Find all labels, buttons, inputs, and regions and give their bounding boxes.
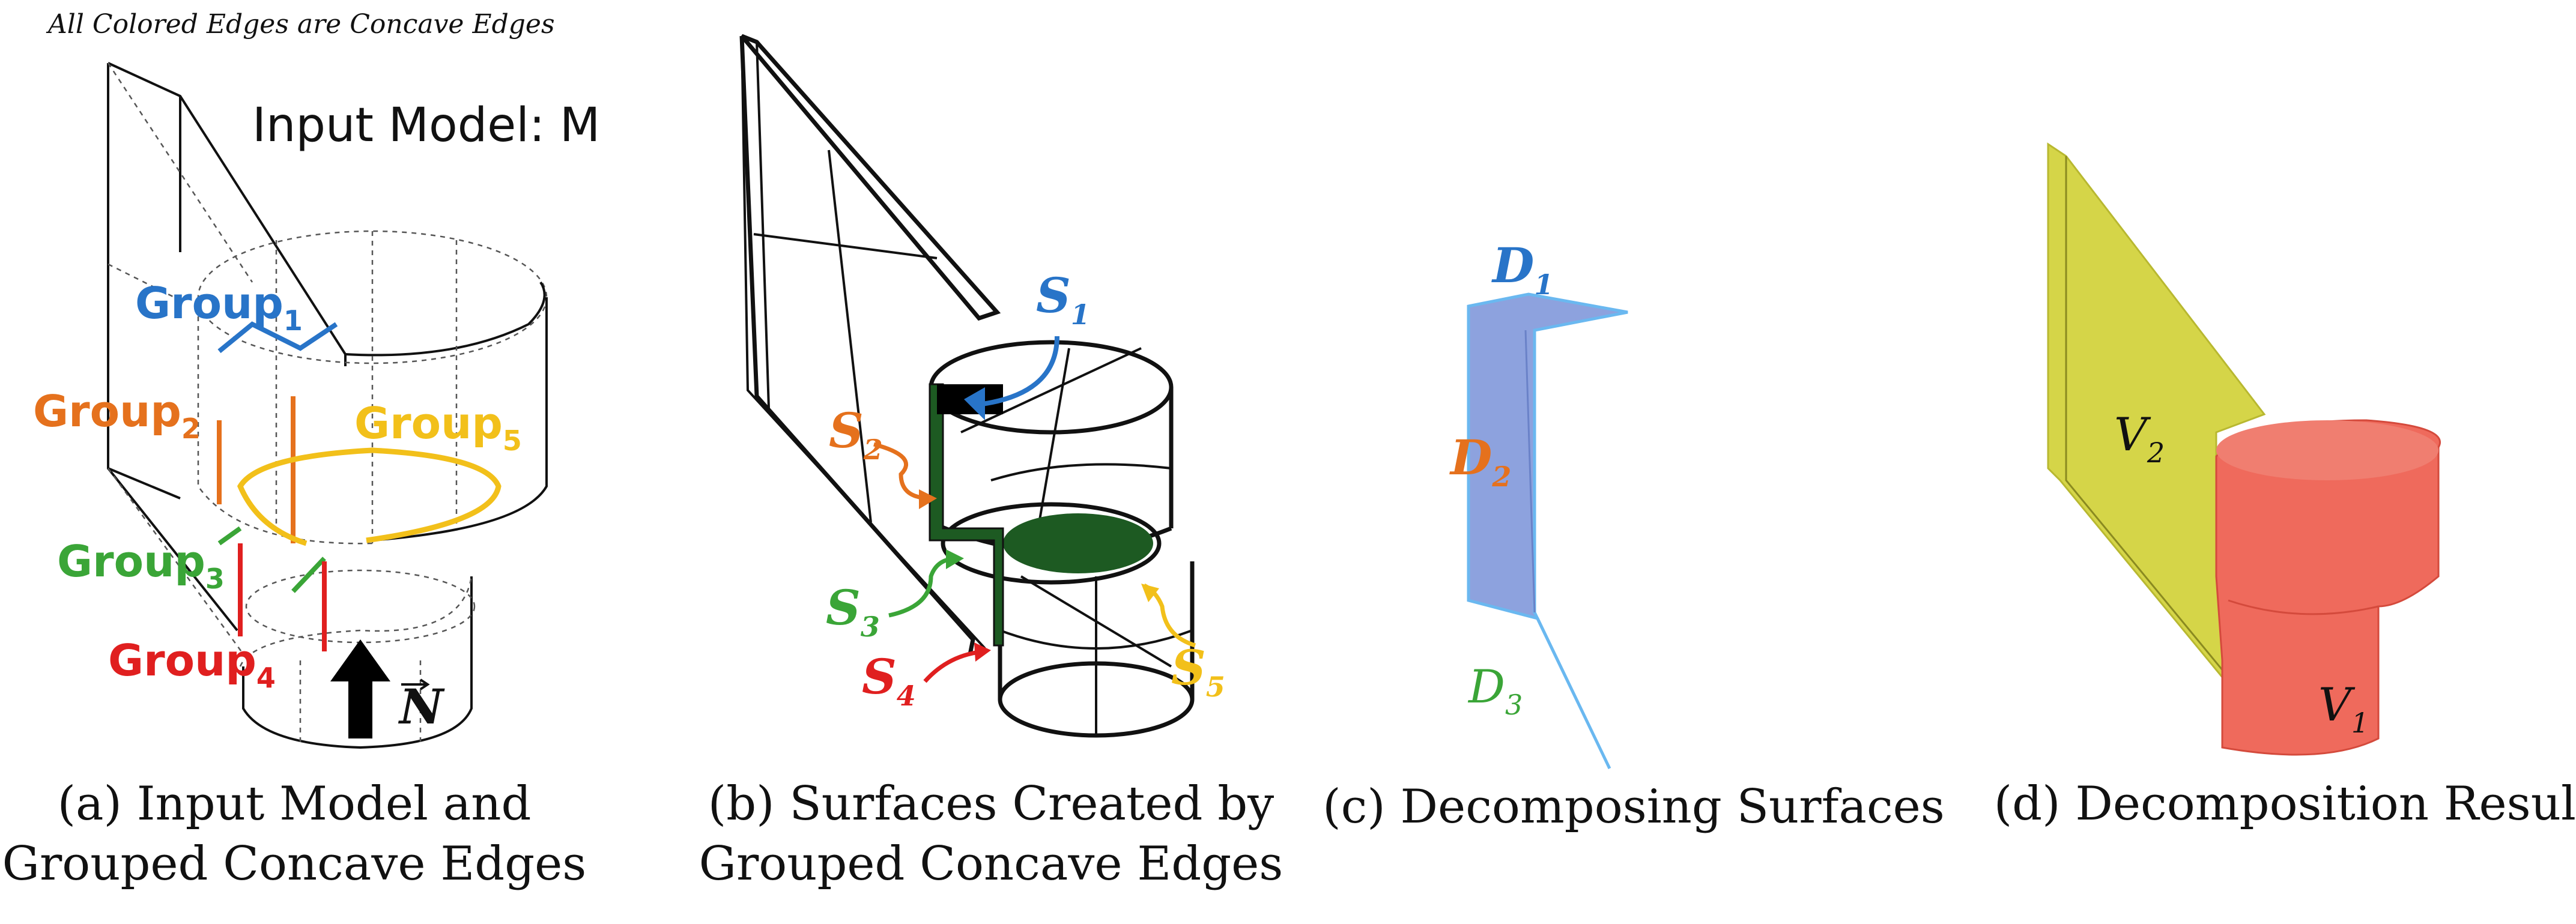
- group5-label: Group5: [354, 398, 522, 457]
- panel-b: S1 S2 S3 S4 S5 (b) Surfaces Created by G…: [699, 34, 1283, 891]
- vector-arrow-icon: [401, 678, 430, 690]
- arrow-s3: [888, 556, 959, 618]
- s4-label: S4: [862, 648, 916, 712]
- caption-a-line2: Grouped Concave Edges: [2, 837, 587, 891]
- s1-label: S1: [1036, 267, 1090, 331]
- volume-v2-edge: [2065, 156, 2235, 685]
- d2-label: D2: [1449, 429, 1511, 493]
- surface-s5: [1003, 513, 1153, 573]
- v2-label: V2: [2114, 408, 2165, 469]
- middle-disk: [941, 502, 1162, 585]
- panel-c: D1 D2 D3 (c) Decomposing Surfaces: [1323, 237, 1945, 834]
- group3-edges: [217, 526, 326, 593]
- group2-label: Group2: [33, 386, 201, 445]
- v1-label: V1: [2318, 678, 2369, 739]
- d3-label: D3: [1467, 660, 1523, 721]
- volume-v1-top: [2216, 420, 2438, 480]
- group5-edges: [237, 447, 502, 546]
- arrowhead-s1-icon: [964, 387, 985, 420]
- arrow-s1: [972, 336, 1059, 408]
- input-model-title: Input Model: M: [252, 98, 600, 152]
- group1-edges: [217, 321, 338, 354]
- s3-label: S3: [826, 579, 880, 643]
- arrow-s2: [873, 442, 932, 501]
- d1-label: D1: [1491, 237, 1553, 301]
- arrowhead-s3-icon: [946, 549, 964, 569]
- arrowhead-s4-icon: [974, 642, 991, 662]
- small-cylinder-top: [245, 569, 476, 644]
- volume-v1-step-edge: [2228, 599, 2379, 615]
- caption-b-line2: Grouped Concave Edges: [699, 837, 1283, 891]
- s5-label: S5: [1171, 639, 1225, 703]
- s2-label: S2: [829, 402, 883, 466]
- panel-d: V2 V1 (d) Decomposition Result: [1994, 142, 2576, 831]
- caption-c: (c) Decomposing Surfaces: [1323, 780, 1945, 834]
- arrowhead-s2-icon: [919, 489, 937, 509]
- group1-label: Group1: [135, 278, 303, 337]
- panel-a: Input Model: M Group1 Group2 Group5 Grou…: [2, 62, 600, 891]
- concave-edges-note: All Colored Edges are Concave Edges: [46, 9, 555, 40]
- caption-a-line1: (a) Input Model and: [58, 777, 532, 831]
- normal-label: N: [398, 678, 445, 735]
- caption-d: (d) Decomposition Result: [1994, 777, 2576, 831]
- surface-fold-line: [1524, 330, 1536, 613]
- caption-b-line1: (b) Surfaces Created by: [708, 777, 1274, 831]
- group4-label: Group4: [108, 635, 276, 694]
- group2-edges: [217, 396, 295, 543]
- arrowhead-s5-icon: [1141, 584, 1159, 602]
- normal-arrow-icon: [330, 639, 390, 738]
- group3-label: Group3: [57, 536, 225, 595]
- group4-edges: [238, 543, 327, 651]
